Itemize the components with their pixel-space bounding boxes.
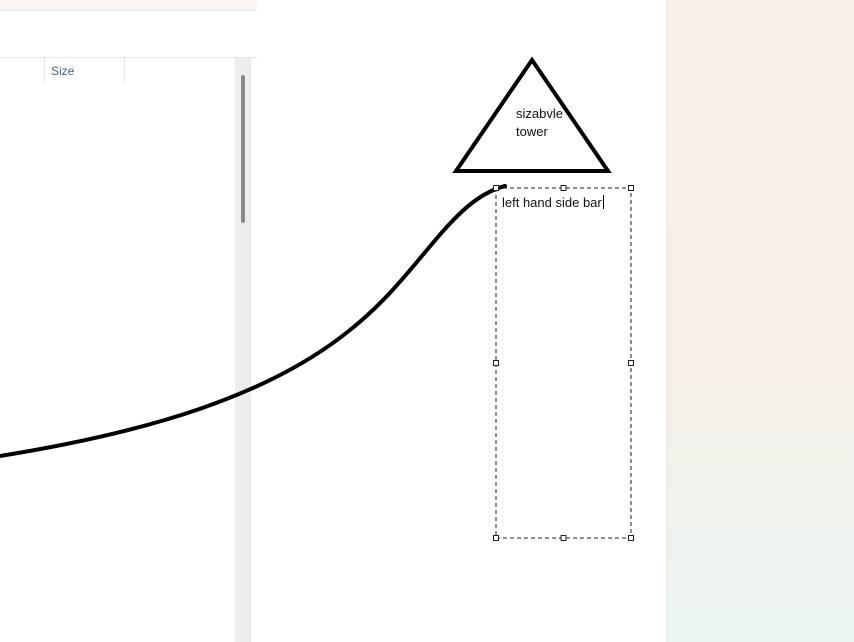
selection-handles[interactable]: [493, 185, 634, 541]
triangle-text-line: sizabvle: [516, 106, 563, 121]
column-divider[interactable]: [124, 58, 125, 82]
explorer-scrollbar-thumb[interactable]: [241, 75, 245, 223]
explorer-scrollbar[interactable]: [235, 58, 250, 642]
curved-line[interactable]: [0, 184, 507, 458]
column-divider[interactable]: [44, 58, 45, 82]
resize-handle-top: [560, 185, 567, 191]
resize-handle-left: [493, 360, 499, 366]
desktop-wallpaper: [667, 0, 854, 642]
text-cursor: [602, 195, 604, 209]
explorer-title-strip: [0, 0, 257, 11]
explorer-edge: [250, 58, 251, 642]
resize-handle-bottom-right: [628, 535, 634, 541]
explorer-toolbar: [0, 11, 257, 58]
text-box-selection-border[interactable]: [495, 187, 632, 539]
explorer-column-header: [0, 58, 257, 82]
triangle-text-line: tower: [516, 124, 548, 139]
resize-handle-top-right: [628, 185, 634, 191]
triangle-shape[interactable]: [452, 56, 612, 173]
resize-handle-bottom: [560, 535, 567, 541]
resize-handle-bottom-left: [493, 535, 499, 541]
canvas-edge: [666, 0, 667, 642]
column-header-size[interactable]: Size: [51, 64, 75, 78]
text-box[interactable]: left hand side bar: [502, 194, 604, 212]
file-explorer-window: [0, 0, 257, 642]
triangle-text[interactable]: sizabvle tower: [516, 105, 586, 141]
resize-handle-top-left: [493, 185, 499, 191]
resize-handle-right: [628, 360, 634, 366]
text-box-content[interactable]: left hand side bar: [502, 195, 602, 210]
